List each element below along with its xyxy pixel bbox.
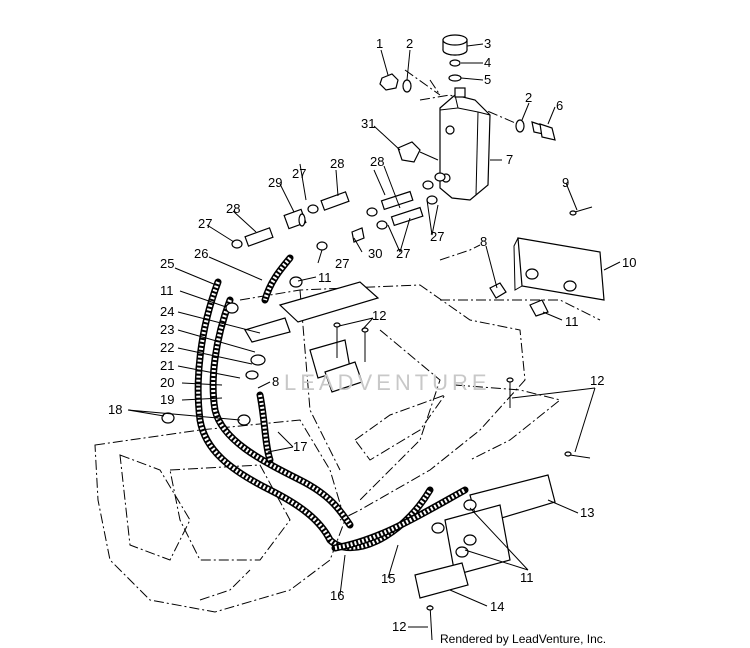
callout-12: 12: [392, 619, 406, 634]
callout-27: 27: [198, 216, 212, 231]
callout-7: 7: [506, 152, 513, 167]
watermark: LEADVENTURE: [284, 370, 491, 395]
callout-6: 6: [556, 98, 563, 113]
callout-12: 12: [372, 308, 386, 323]
callout-27: 27: [292, 166, 306, 181]
callout-11: 11: [318, 270, 332, 285]
callout-24: 24: [160, 304, 174, 319]
pump-bracket: [244, 281, 380, 393]
mounting-bracket: [489, 237, 605, 317]
callout-4: 4: [484, 55, 491, 70]
callout-2: 2: [406, 36, 413, 51]
oil-tank: [439, 87, 491, 201]
callout-11: 11: [160, 283, 174, 298]
callout-13: 13: [580, 505, 594, 520]
callout-11: 11: [520, 570, 534, 585]
callout-1: 1: [376, 36, 383, 51]
callout-11: 11: [565, 314, 579, 329]
callout-5: 5: [484, 72, 491, 87]
callout-8: 8: [480, 234, 487, 249]
callout-27: 27: [430, 229, 444, 244]
callout-31: 31: [361, 116, 375, 131]
callout-9: 9: [562, 175, 569, 190]
callout-labels: 1 2 3 4 5 2 6 31 7 28 27 29 28 27 28 9 2…: [108, 36, 636, 634]
callout-21: 21: [160, 358, 174, 373]
callout-28: 28: [370, 154, 384, 169]
callout-2: 2: [525, 90, 532, 105]
leader-lines: [127, 43, 621, 628]
callout-27: 27: [335, 256, 349, 271]
callout-23: 23: [160, 322, 174, 337]
screws: [333, 206, 593, 641]
callout-16: 16: [330, 588, 344, 603]
callout-30: 30: [368, 246, 382, 261]
fasteners-top: [379, 73, 556, 141]
filter-assembly: [231, 191, 365, 251]
hose-clamps: [161, 276, 303, 426]
callout-25: 25: [160, 256, 174, 271]
credit-text: Rendered by LeadVenture, Inc.: [440, 632, 607, 646]
callout-26: 26: [194, 246, 208, 261]
tank-cap: [442, 34, 468, 82]
callout-3: 3: [484, 36, 491, 51]
callout-28: 28: [330, 156, 344, 171]
callout-15: 15: [381, 571, 395, 586]
callout-29: 29: [268, 175, 282, 190]
rear-bracket: [414, 474, 556, 599]
callout-8: 8: [272, 374, 279, 389]
callout-10: 10: [622, 255, 636, 270]
sender-switch: [397, 141, 439, 163]
callout-28: 28: [226, 201, 240, 216]
callout-17: 17: [293, 439, 307, 454]
callout-14: 14: [490, 599, 504, 614]
chassis-outline: [94, 69, 601, 613]
callout-19: 19: [160, 392, 174, 407]
callout-12: 12: [590, 373, 604, 388]
oil-hoses: [194, 254, 469, 552]
callout-18: 18: [108, 402, 122, 417]
callout-22: 22: [160, 340, 174, 355]
callout-20: 20: [160, 375, 174, 390]
callout-27: 27: [396, 246, 410, 261]
